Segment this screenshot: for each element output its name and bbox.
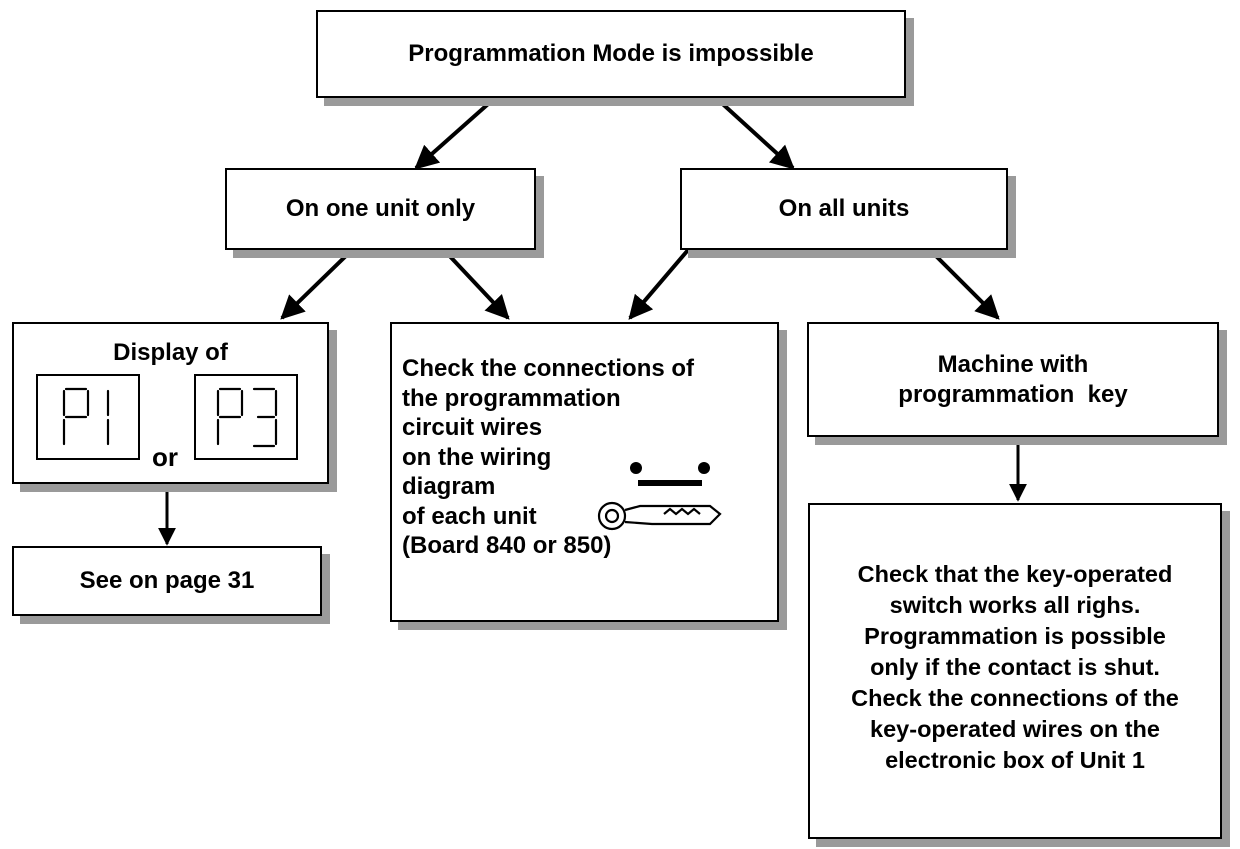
check-connections-line: (Board 840 or 850) [402, 532, 612, 559]
node-check-connections: Check the connections of the programmati… [390, 322, 779, 622]
node-root-label: Programmation Mode is impossible [408, 40, 814, 67]
p1-glyph-icon [62, 387, 110, 446]
check-switch-line: switch works all righs. [889, 592, 1141, 618]
p3-glyph-icon [216, 387, 278, 448]
check-switch-line: Check that the key-operated [857, 561, 1173, 587]
node-one-unit-label: On one unit only [285, 195, 476, 222]
node-machine-key: Machine with programmation key [807, 322, 1219, 437]
display-or: or [152, 442, 178, 472]
machine-key-line: Machine with [937, 350, 1089, 378]
node-root: Programmation Mode is impossible [316, 10, 906, 98]
arrow-root-to-one-unit [414, 95, 498, 170]
display-title: Display of [113, 339, 228, 366]
check-connections-line: of each unit [402, 502, 537, 530]
arrow-all-units-to-check [628, 248, 690, 320]
check-switch-line: Programmation is possible [864, 623, 1166, 649]
check-connections-line: Check the connections of [402, 355, 695, 382]
node-all-units-label: On all units [778, 195, 910, 222]
check-connections-text: Check the connections of the programmati… [402, 354, 694, 561]
node-check-switch: Check that the key-operated switch works… [808, 503, 1222, 839]
check-switch-line: electronic box of Unit 1 [885, 747, 1145, 773]
check-connections-line: circuit wires [402, 414, 543, 441]
node-all-units: On all units [680, 168, 1008, 250]
arrow-one-unit-to-display [280, 248, 354, 320]
node-see-page-label: See on page 31 [79, 567, 255, 594]
check-switch-line: key-operated wires on the [870, 716, 1160, 742]
arrow-root-to-all-units [713, 95, 795, 170]
node-display: Display of or [12, 322, 329, 484]
check-connections-line: the programmation [402, 384, 621, 412]
seven-segment-display-p1 [36, 374, 140, 460]
node-one-unit: On one unit only [225, 168, 536, 250]
machine-key-line: programmation key [898, 380, 1128, 408]
check-connections-line: on the wiring [402, 443, 552, 471]
seven-segment-display-p3: P1 [194, 374, 298, 460]
check-connections-line: diagram [402, 473, 496, 500]
check-switch-line: Check the connections of the [851, 685, 1179, 711]
node-see-page: See on page 31 [12, 546, 322, 616]
check-switch-line: only if the contact is shut. [870, 654, 1160, 680]
arrow-all-units-to-machine [928, 248, 1000, 320]
key-switch-icon [597, 462, 722, 531]
arrow-one-unit-to-check [442, 248, 510, 320]
